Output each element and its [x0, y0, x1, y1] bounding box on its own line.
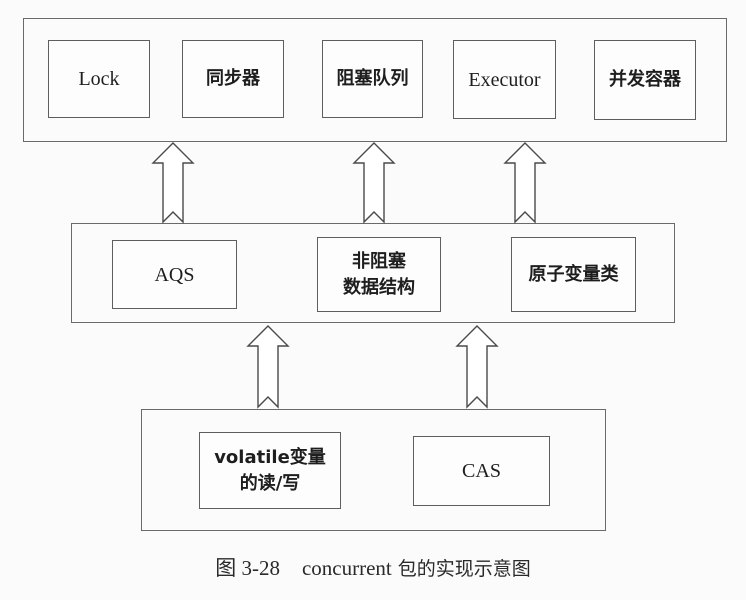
executor-label: Executor — [468, 68, 541, 91]
up-arrow-icon — [455, 325, 499, 409]
up-arrow-icon — [151, 142, 195, 224]
atomic-variable-classes-box: 原子变量类 — [511, 237, 636, 312]
up-arrow-icon — [503, 142, 547, 224]
middle-layer-container — [71, 223, 675, 323]
volatile-read-write-label: volatile变量 的读/写 — [214, 446, 326, 494]
synchronizer-box: 同步器 — [182, 40, 284, 118]
non-blocking-data-structures-box: 非阻塞 数据结构 — [317, 237, 441, 312]
concurrent-containers-box: 并发容器 — [594, 40, 696, 120]
arrow-middle-to-top-3 — [503, 142, 547, 224]
atomic-variable-classes-label: 原子变量类 — [528, 263, 619, 285]
up-arrow-icon — [352, 142, 396, 224]
arrow-bottom-to-middle-1 — [246, 325, 290, 409]
bottom-layer-container — [141, 409, 606, 531]
cas-label: CAS — [462, 460, 501, 482]
aqs-box: AQS — [112, 240, 237, 309]
lock-label: Lock — [78, 68, 120, 90]
aqs-label: AQS — [154, 263, 195, 286]
non-blocking-data-structures-label: 非阻塞 数据结构 — [343, 250, 415, 298]
concurrent-containers-label: 并发容器 — [609, 69, 681, 90]
blocking-queue-label: 阻塞队列 — [336, 68, 409, 89]
synchronizer-label: 同步器 — [206, 68, 260, 89]
blocking-queue-box: 阻塞队列 — [322, 40, 423, 118]
arrow-middle-to-top-1 — [151, 142, 195, 224]
executor-box: Executor — [453, 40, 556, 119]
lock-box: Lock — [48, 40, 150, 118]
figure-caption: 图 3-28 concurrent 包的实现示意图 — [0, 552, 746, 582]
cas-box: CAS — [413, 436, 550, 506]
volatile-read-write-box: volatile变量 的读/写 — [199, 432, 341, 509]
figure-number: 图 3-28 — [215, 556, 280, 580]
caption-latin-text: concurrent — [301, 556, 392, 580]
top-layer-container — [23, 18, 727, 142]
arrow-middle-to-top-2 — [352, 142, 396, 224]
up-arrow-icon — [246, 325, 290, 409]
arrow-bottom-to-middle-2 — [455, 325, 499, 409]
caption-cjk-text: 包的实现示意图 — [391, 558, 531, 580]
